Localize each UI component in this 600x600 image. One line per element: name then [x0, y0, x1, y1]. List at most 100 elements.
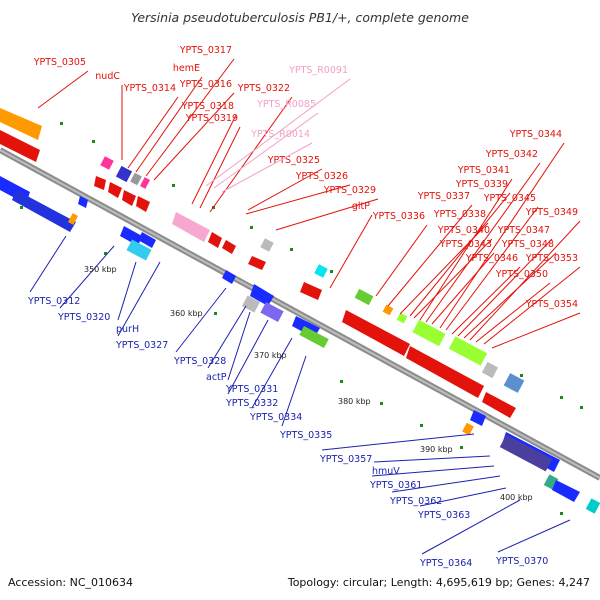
gene-blue-0328	[250, 284, 274, 306]
label-ypts_0342: YPTS_0342	[485, 149, 538, 160]
label-ypts_0329-leader	[275, 198, 379, 231]
label-ypts_0322-leader	[209, 96, 293, 213]
label-ypts_0335: YPTS_0335	[279, 430, 332, 441]
label-purh-leader	[117, 261, 137, 321]
label-ypts_0316-leader	[153, 92, 235, 181]
label-ypts_0326-leader	[245, 184, 351, 215]
label-ypts_0337-leader	[387, 204, 473, 307]
label-ypts_0316: YPTS_0316	[179, 79, 232, 90]
label-ypts_0327-leader	[117, 261, 161, 337]
label-ypts_0331: YPTS_0331	[225, 384, 278, 395]
gene-red-0343-0350	[406, 346, 484, 398]
gene-cyan-0320	[126, 239, 152, 261]
label-ypts_0334-leader	[251, 337, 293, 409]
label-ypts_0353-leader	[483, 266, 581, 345]
label-ypts_0345: YPTS_0345	[483, 193, 536, 204]
label-ypts_0348-leader	[463, 252, 557, 339]
label-ypts_0341-leader	[419, 178, 513, 321]
accession-label: Accession: NC_010634	[8, 576, 133, 589]
gene-red-gltP	[300, 282, 322, 300]
label-ypts_r0091-leader	[205, 78, 351, 187]
label-ypts_0335-leader	[281, 355, 307, 427]
label-ypts_0346-leader	[451, 266, 521, 335]
gene-red-c	[122, 190, 136, 206]
label-ypts_0347-leader	[457, 238, 553, 337]
label-ypts_0341: YPTS_0341	[457, 165, 510, 176]
label-ypts_0349: YPTS_0349	[525, 207, 578, 218]
label-ypts_0342-leader	[425, 162, 541, 323]
label-ypts_0343-leader	[431, 252, 495, 325]
label-ypts_r0091: YPTS_R0091	[288, 65, 348, 76]
gene-orange-0357	[462, 422, 474, 436]
label-ypts_0322: YPTS_0322	[237, 83, 290, 94]
label-ypts_0334: YPTS_0334	[249, 412, 302, 423]
gene-red-0326	[222, 240, 236, 254]
label-actp-leader	[207, 305, 247, 369]
gene-pink-0317	[140, 177, 150, 189]
gene-gray-0350	[481, 361, 499, 379]
label-ypts_0363-leader	[419, 487, 507, 507]
label-ypts_0328-leader	[175, 287, 227, 353]
label-ypts_0327: YPTS_0327	[115, 340, 168, 351]
gene-green-0335	[299, 326, 329, 348]
label-ypts_0370-leader	[497, 519, 571, 553]
gene-orange-0312	[68, 213, 78, 225]
reverse-genes	[0, 176, 600, 514]
label-ypts_0318: YPTS_0318	[181, 101, 234, 112]
forward-labels: YPTS_0305nudCYPTS_0314hemEYPTS_0317YPTS_…	[33, 45, 581, 349]
label-ypts_0353: YPTS_0353	[525, 253, 578, 264]
gene-lime-0347	[448, 336, 488, 366]
label-ypts_0325: YPTS_0325	[267, 155, 320, 166]
label-ypts_0336: YPTS_0336	[372, 211, 425, 222]
label-ypts_0346: YPTS_0346	[465, 253, 518, 264]
topology-label: Topology: circular; Length: 4,695,619 bp…	[287, 576, 590, 589]
label-ypts_0345-leader	[445, 206, 539, 331]
label-ypts_0331-leader	[227, 311, 251, 381]
gene-red-0354	[482, 392, 516, 418]
gene-green-0336	[354, 288, 374, 306]
gene-navy-0361	[499, 434, 553, 472]
label-ypts_0312: YPTS_0312	[27, 296, 80, 307]
gene-blue-0363	[552, 480, 580, 502]
label-ypts_0317: YPTS_0317	[179, 45, 232, 56]
label-ypts_0332: YPTS_0332	[225, 398, 278, 409]
label-ypts_0332-leader	[227, 319, 269, 395]
gene-blue-0314	[115, 165, 133, 183]
label-ypts_0357-leader	[321, 433, 475, 451]
label-ypts_0354-leader	[491, 312, 581, 349]
label-heme: hemE	[173, 63, 200, 74]
gene-blue-0320b	[138, 232, 156, 248]
map-title: Yersinia pseudotuberculosis PB1/+, compl…	[131, 10, 469, 25]
label-ypts_r0085: YPTS_R0085	[256, 99, 316, 110]
label-ypts_0349-leader	[469, 220, 581, 341]
scale-label-380-kbp: 380 kbp	[338, 397, 371, 406]
gene-red-0336-0342	[342, 310, 410, 356]
genome-backbone-highlight	[0, 149, 600, 479]
label-gltp-leader	[329, 214, 373, 289]
label-ypts_0336-leader	[375, 224, 428, 297]
scale-label-350-kbp: 350 kbp	[84, 265, 117, 274]
label-ypts_0350: YPTS_0350	[495, 269, 548, 280]
label-ypts_0314-leader	[127, 96, 179, 169]
label-ypts_0312-leader	[29, 235, 67, 293]
gene-cyan-0364	[585, 498, 600, 514]
label-ypts_0357: YPTS_0357	[319, 454, 372, 465]
label-ypts_r0014-leader	[221, 142, 313, 193]
label-ypts_0317-leader	[145, 58, 235, 177]
label-ypts_0328: YPTS_0328	[173, 356, 226, 367]
label-ypts_0318-leader	[191, 114, 237, 205]
label-actp: actP	[206, 372, 227, 383]
reverse-labels: YPTS_0312YPTS_0320purHYPTS_0327YPTS_0328…	[27, 235, 571, 569]
gene-blue-small	[78, 196, 88, 208]
label-gltp: gltP	[352, 201, 370, 212]
label-ypts_r0085-leader	[213, 112, 319, 189]
gene-blue-0357	[470, 410, 486, 426]
label-ypts_0364-leader	[421, 499, 521, 555]
label-ypts_0319: YPTS_0319	[185, 113, 238, 124]
gene-gray-0329	[260, 238, 274, 252]
label-ypts_0340-leader	[413, 238, 493, 319]
label-heme-leader	[135, 76, 203, 173]
label-hmuv-leader	[373, 455, 491, 463]
